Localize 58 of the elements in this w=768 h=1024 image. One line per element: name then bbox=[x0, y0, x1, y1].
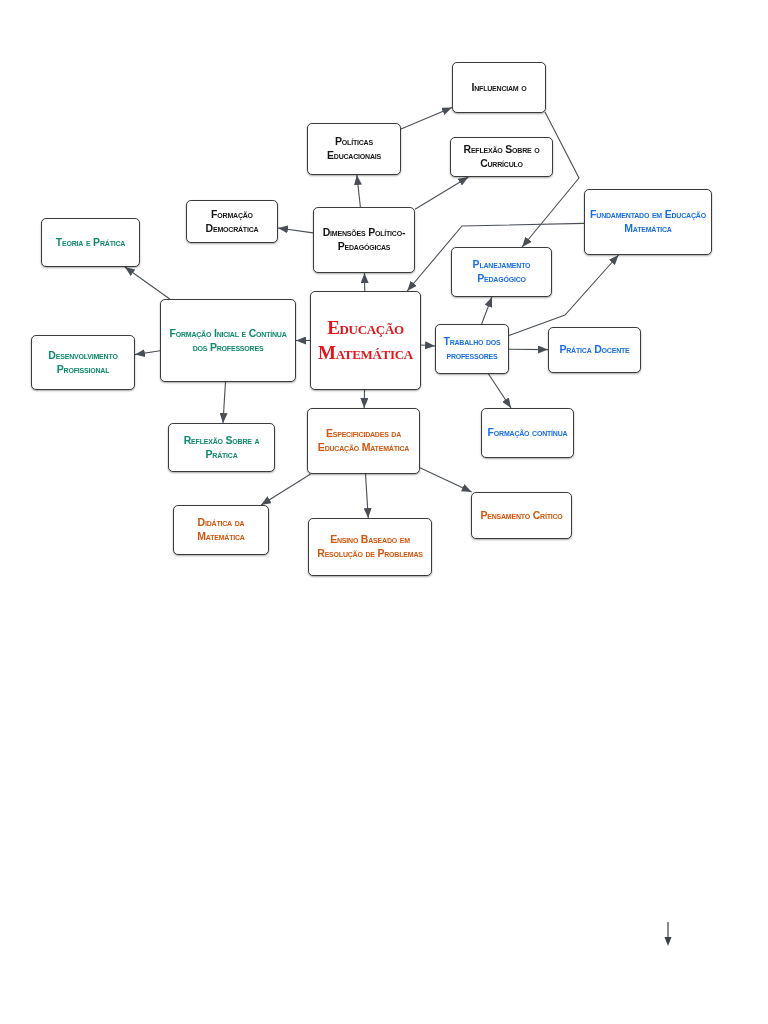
arrow bbox=[400, 106, 453, 130]
arrow bbox=[260, 473, 312, 506]
concept-box bbox=[435, 324, 509, 374]
concept-label: Especificidades da Educação Matemática bbox=[316, 427, 411, 455]
arrow bbox=[420, 341, 436, 350]
arrow bbox=[353, 174, 362, 208]
concept-box bbox=[451, 247, 552, 297]
arrow bbox=[360, 272, 369, 292]
arrow bbox=[414, 176, 469, 210]
arrow bbox=[360, 389, 369, 409]
concept-label: Teoria e Prática bbox=[55, 235, 126, 250]
concept-box bbox=[450, 137, 553, 177]
concept-label: Didática da Matemática bbox=[196, 516, 246, 544]
arrow bbox=[134, 349, 161, 358]
concept-label: Formação Inicial e Contínua dos Professores bbox=[168, 326, 288, 355]
concept-box bbox=[308, 518, 432, 576]
concept-box bbox=[41, 218, 140, 267]
arrow bbox=[124, 266, 171, 300]
concept-label: Planejamento Pedagógico bbox=[471, 258, 532, 286]
arrow bbox=[363, 473, 372, 519]
arrow bbox=[521, 111, 580, 248]
concept-box bbox=[186, 200, 278, 243]
concept-label: Desenvolvimento Profissional bbox=[47, 348, 119, 377]
concept-box bbox=[168, 423, 275, 472]
concept-label: Trabalho dos professores bbox=[442, 335, 502, 363]
concept-box bbox=[307, 123, 401, 175]
concept-box bbox=[481, 408, 574, 458]
concept-box bbox=[548, 327, 641, 373]
concept-label: Influenciam o bbox=[471, 80, 527, 95]
concept-label: Ensino Baseado em Resolução de Problemas bbox=[316, 533, 424, 561]
concept-box bbox=[310, 291, 421, 390]
concept-box bbox=[307, 408, 420, 474]
concept-box bbox=[31, 335, 135, 390]
arrow bbox=[508, 254, 620, 337]
arrow bbox=[481, 296, 493, 325]
concept-label: Formação contínua bbox=[487, 426, 568, 440]
arrow bbox=[277, 225, 314, 234]
concept-box bbox=[452, 62, 546, 113]
concept-box bbox=[160, 299, 296, 382]
concept-label: Educação Matemática bbox=[317, 315, 414, 365]
arrow bbox=[406, 222, 585, 292]
concept-label: Formação Democrática bbox=[204, 207, 260, 236]
arrow bbox=[487, 373, 512, 409]
concept-box bbox=[173, 505, 269, 555]
concept-label: Pensamento Crítico bbox=[480, 508, 563, 523]
concept-label: Políticas Educacionais bbox=[326, 135, 382, 163]
concept-label: Dimensões Político-Pedagógicas bbox=[321, 226, 407, 254]
concept-label: Reflexão Sobre o Currículo bbox=[462, 143, 541, 171]
arrow bbox=[219, 381, 228, 424]
concept-label: Reflexão Sobre a Prática bbox=[182, 433, 261, 462]
arrow bbox=[419, 467, 473, 493]
concept-label: Fundamentado em Educação Matemática bbox=[589, 208, 707, 236]
arrow bbox=[295, 336, 311, 345]
concept-box bbox=[584, 189, 712, 255]
concept-label: Prática Docente bbox=[559, 343, 630, 357]
arrow bbox=[508, 345, 549, 354]
concept-box bbox=[471, 492, 572, 539]
concept-box bbox=[313, 207, 415, 273]
